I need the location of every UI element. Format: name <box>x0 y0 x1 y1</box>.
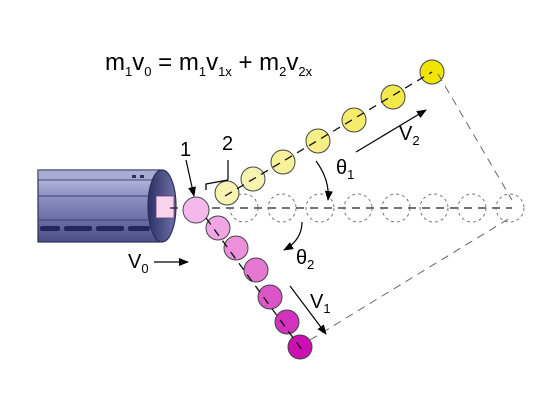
v2-arrow <box>355 109 427 153</box>
theta1-arc <box>315 160 333 201</box>
vector-construction-lines <box>309 73 513 341</box>
ball2-label: 2 <box>222 133 233 155</box>
theta1-label: θ1 <box>336 157 354 182</box>
launcher-tube <box>37 169 177 243</box>
ball1-pointer <box>185 159 196 197</box>
v1-label: V1 <box>310 291 331 316</box>
v1-arrow <box>289 285 327 335</box>
theta2-label: θ2 <box>296 247 314 272</box>
theta2-arc <box>283 221 303 251</box>
v0-label: V0 <box>128 251 149 276</box>
ball1-label: 1 <box>180 139 191 161</box>
undeflected-path <box>170 193 525 223</box>
v2-label: V2 <box>399 123 420 148</box>
ball1-trajectory <box>182 196 313 360</box>
ball-bracket <box>205 179 229 190</box>
momentum-equation: m1v0 = m1v1x + m2v2x <box>105 49 313 79</box>
ball2-trajectory <box>214 59 445 206</box>
